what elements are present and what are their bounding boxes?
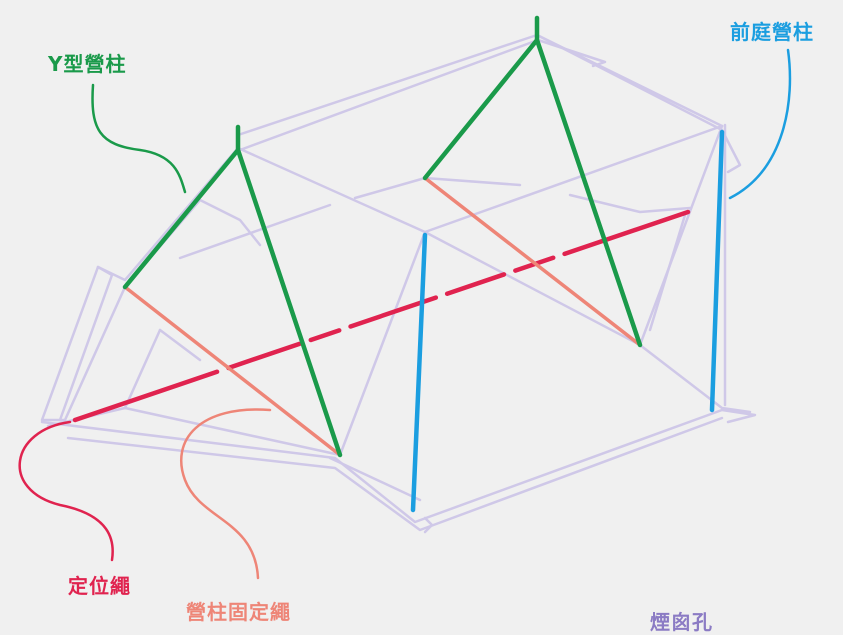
y-pole-right (422, 15, 643, 348)
leader-y-pole (91, 83, 187, 194)
leader-lines (18, 48, 792, 580)
tent-outline (40, 33, 757, 534)
outline-bottom-left (40, 408, 757, 524)
front-pole-right (709, 129, 725, 413)
pole-rope-label: 營柱固定繩 (186, 600, 291, 624)
outline-left-drop (123, 328, 162, 410)
outline-roof-ridge-front (236, 124, 724, 234)
leader-front-pole (728, 48, 792, 200)
front-pole-label: 前庭營柱 (730, 20, 814, 44)
pole-ropes (123, 176, 642, 457)
outline-top-right (535, 33, 742, 174)
outline-front-wall-right (423, 124, 724, 347)
guy-line (72, 209, 691, 423)
outline-bottom-front (66, 416, 724, 532)
y-pole-left (122, 124, 343, 458)
outline-left-edge (96, 146, 240, 282)
leader-guy-line (18, 420, 114, 562)
outline-roof-top-edge (238, 38, 607, 152)
outline-lower-left (158, 328, 202, 362)
outline-left-wall (40, 265, 127, 422)
pole-rope-right (423, 176, 642, 347)
front-pole-middle (410, 232, 428, 513)
leader-pole-rope (180, 408, 272, 580)
outline-roof-ridge-back (236, 33, 724, 137)
outline-right-lower (638, 343, 752, 414)
outline-inner-ridge (178, 203, 332, 260)
y-pole-label: Y型營柱 (48, 52, 127, 76)
chimney-label: 煙囪孔 (650, 610, 713, 634)
front-poles (410, 129, 725, 513)
outline-inner-left (198, 198, 262, 247)
outline-bottom-corner (423, 516, 434, 534)
outline-inner-right-2 (648, 213, 687, 332)
guy-line-dashed (72, 209, 691, 423)
outline-bottom-flap (328, 456, 422, 502)
guy-line-label: 定位繩 (68, 574, 131, 598)
outline-left-flap (58, 265, 114, 422)
pole-rope-left (123, 285, 342, 457)
y-poles (122, 15, 643, 458)
